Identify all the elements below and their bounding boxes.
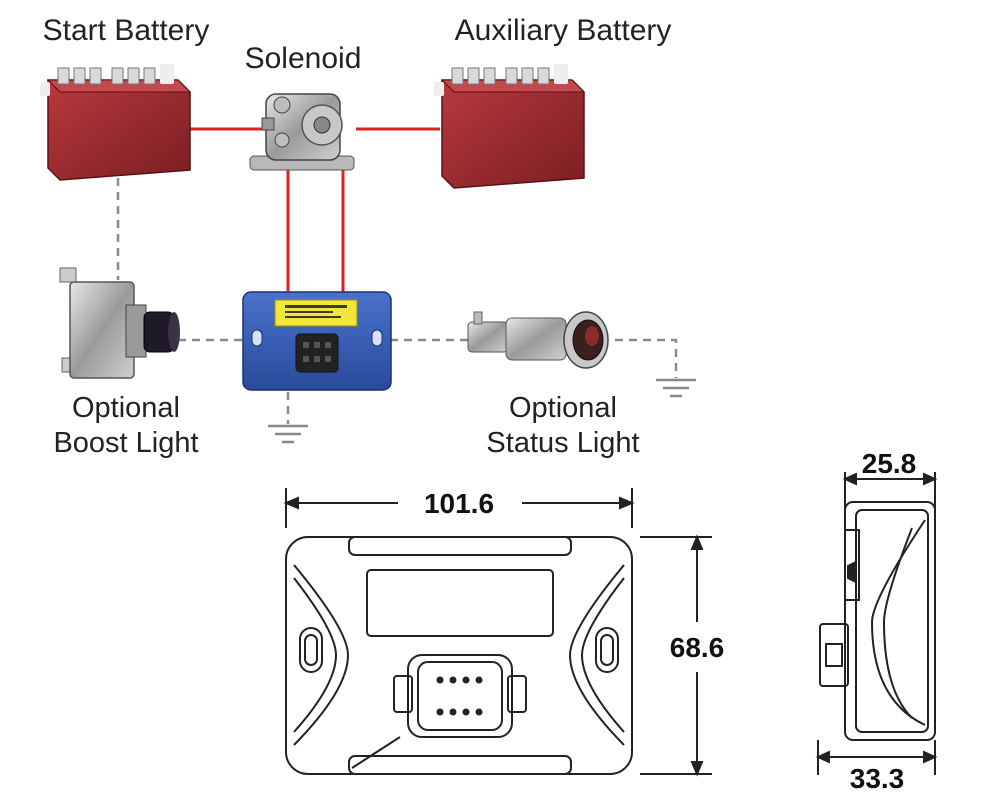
auxiliary-battery-icon <box>434 64 586 189</box>
solenoid-label: Solenoid <box>245 42 362 75</box>
indicator-light-icon <box>467 311 609 369</box>
height-dimension-label: 68.6 <box>670 632 725 663</box>
solenoid-icon <box>249 93 355 171</box>
controller-module-icon <box>242 291 392 391</box>
auxiliary-battery-label: Auxiliary Battery <box>455 14 672 47</box>
side-view-drawing <box>815 472 938 775</box>
ground-icon <box>268 424 308 444</box>
depth-bottom-dimension-label: 33.3 <box>850 763 905 794</box>
dashed-light-to-ground <box>615 338 678 378</box>
status-light-label-line1: Optional <box>509 392 617 424</box>
width-dimension-label: 101.6 <box>424 488 494 519</box>
boost-light-label-line2: Boost Light <box>53 427 198 459</box>
red-wires <box>190 127 440 292</box>
start-battery-label: Start Battery <box>43 14 210 47</box>
push-button-switch-icon <box>59 267 180 379</box>
depth-top-dimension-label: 25.8 <box>862 448 917 479</box>
dashed-wires <box>116 178 678 424</box>
boost-light-label-line1: Optional <box>72 392 180 424</box>
ground-icon <box>656 378 696 398</box>
start-battery-icon <box>40 64 192 181</box>
status-light-label-line2: Status Light <box>486 427 639 459</box>
front-view-drawing <box>283 488 712 777</box>
